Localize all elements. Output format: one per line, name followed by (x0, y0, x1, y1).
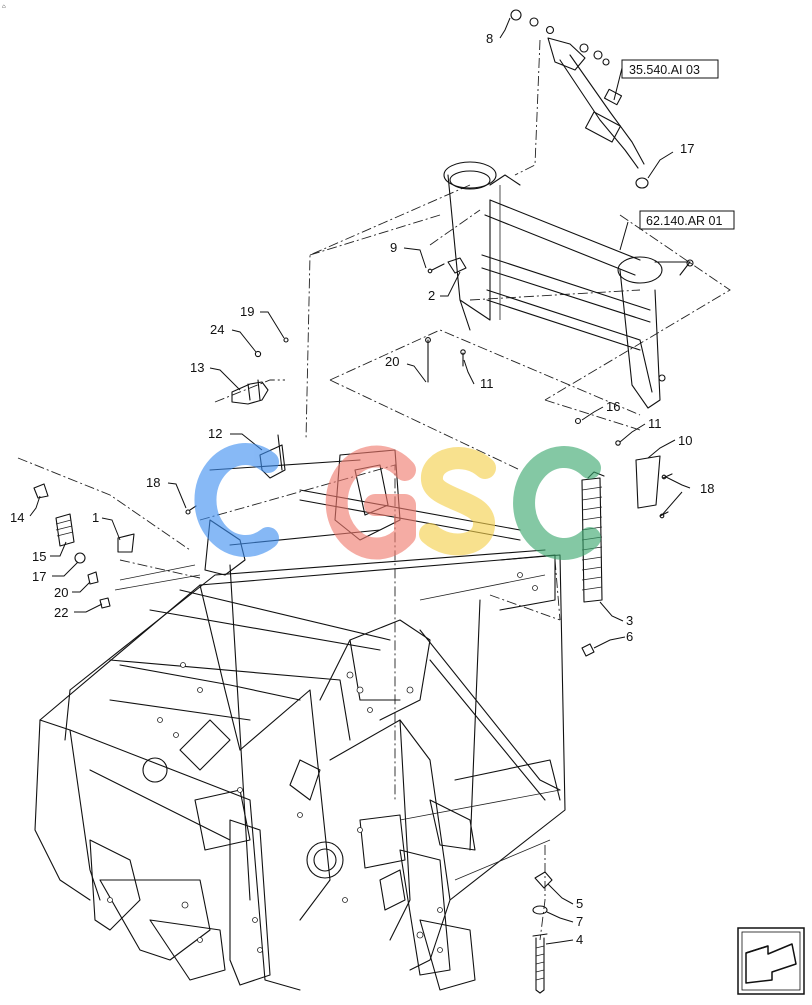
callout-12: 12 (208, 426, 222, 441)
watermark-letter-g (325, 445, 416, 560)
callout-11-upper: 11 (480, 376, 494, 391)
leader-lines (29, 17, 691, 945)
construction-lines (17, 39, 731, 941)
callout-15: 14 (10, 510, 24, 525)
next-page-arrow-icon[interactable] (737, 927, 805, 995)
callout-13: 13 (190, 360, 204, 375)
callout-16: 16 (606, 399, 620, 414)
callout-8: 8 (486, 31, 493, 46)
lower-hardware (532, 871, 553, 994)
callout-10: 10 (678, 433, 692, 448)
small-parts (185, 257, 673, 519)
corner-mark: ⌂ (2, 4, 6, 10)
callout-17-top: 17 (680, 141, 694, 156)
reference-label[interactable]: 62.140.AR 01 (646, 214, 722, 228)
callout-14: 15 (32, 549, 46, 564)
callout-23: 22 (54, 605, 68, 620)
callout-4: 4 (576, 932, 583, 947)
reference-62-140[interactable]: 62.140.AR 01 (639, 210, 735, 230)
frame-holes (107, 572, 538, 953)
callout-19: 18 (146, 475, 160, 490)
callout-2: 2 (428, 288, 435, 303)
callout-5: 5 (576, 896, 583, 911)
callout-22: 19 (240, 304, 254, 319)
callout-21: 20 (385, 354, 399, 369)
callout-7: 7 (576, 914, 583, 929)
callout-17-left: 17 (32, 569, 46, 584)
watermark-letter-c2 (513, 446, 601, 560)
main-chassis (34, 449, 566, 991)
watermark-letter-s (419, 447, 496, 556)
reference-label[interactable]: 35.540.AI 03 (629, 63, 700, 77)
callout-1: 1 (92, 510, 99, 525)
swing-arm-frame (443, 161, 694, 409)
callout-labels: 8 17 9 2 19 24 13 20 11 16 12 11 10 18 1… (10, 31, 714, 947)
callout-24: 24 (210, 322, 224, 337)
callout-6: 6 (626, 629, 633, 644)
callout-3: 3 (626, 613, 633, 628)
callout-9: 9 (390, 240, 397, 255)
upper-arm-assembly (510, 9, 649, 189)
callout-11-lower: 11 (648, 416, 662, 431)
callout-18: 18 (700, 481, 714, 496)
callout-20: 20 (54, 585, 68, 600)
watermark-logo (194, 443, 601, 560)
reference-35-540[interactable]: 35.540.AI 03 (621, 59, 719, 79)
watermark-letter-c (194, 443, 279, 557)
